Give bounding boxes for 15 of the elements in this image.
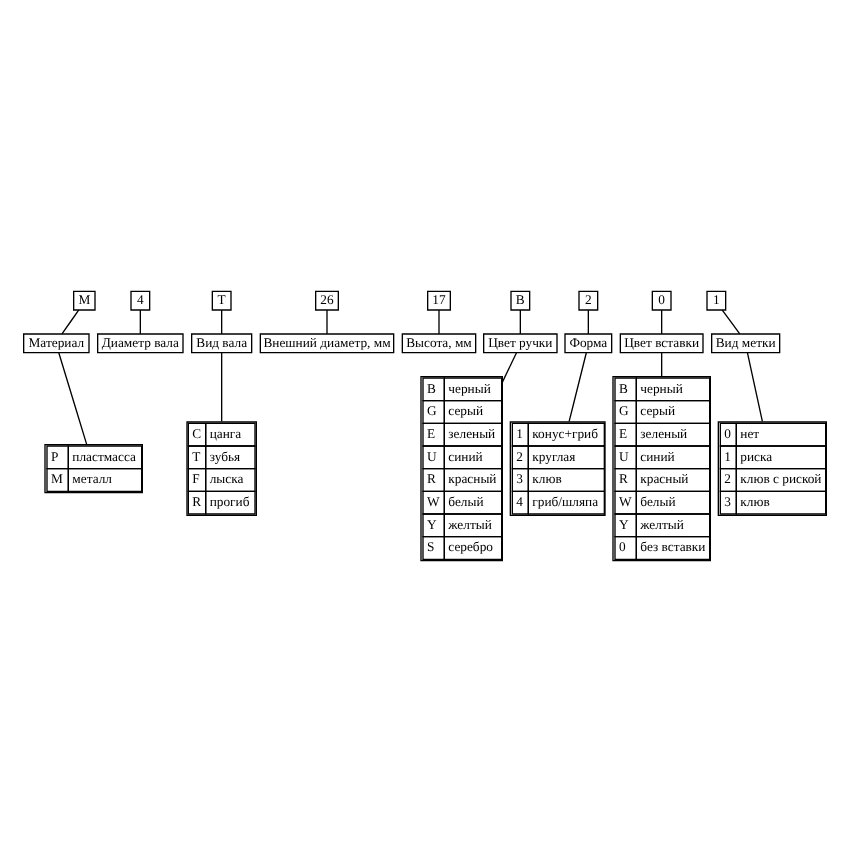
connector bbox=[61, 308, 80, 334]
connector bbox=[568, 351, 587, 422]
connector bbox=[221, 351, 223, 422]
connector bbox=[326, 308, 328, 334]
connector bbox=[438, 308, 440, 334]
connector bbox=[139, 308, 141, 334]
connector bbox=[58, 351, 88, 444]
connector bbox=[721, 308, 741, 334]
connector bbox=[661, 351, 663, 377]
connector bbox=[501, 351, 518, 382]
connector bbox=[587, 308, 589, 334]
connector bbox=[221, 308, 223, 334]
connector bbox=[661, 308, 663, 334]
connector bbox=[519, 308, 521, 334]
connector bbox=[746, 351, 764, 422]
